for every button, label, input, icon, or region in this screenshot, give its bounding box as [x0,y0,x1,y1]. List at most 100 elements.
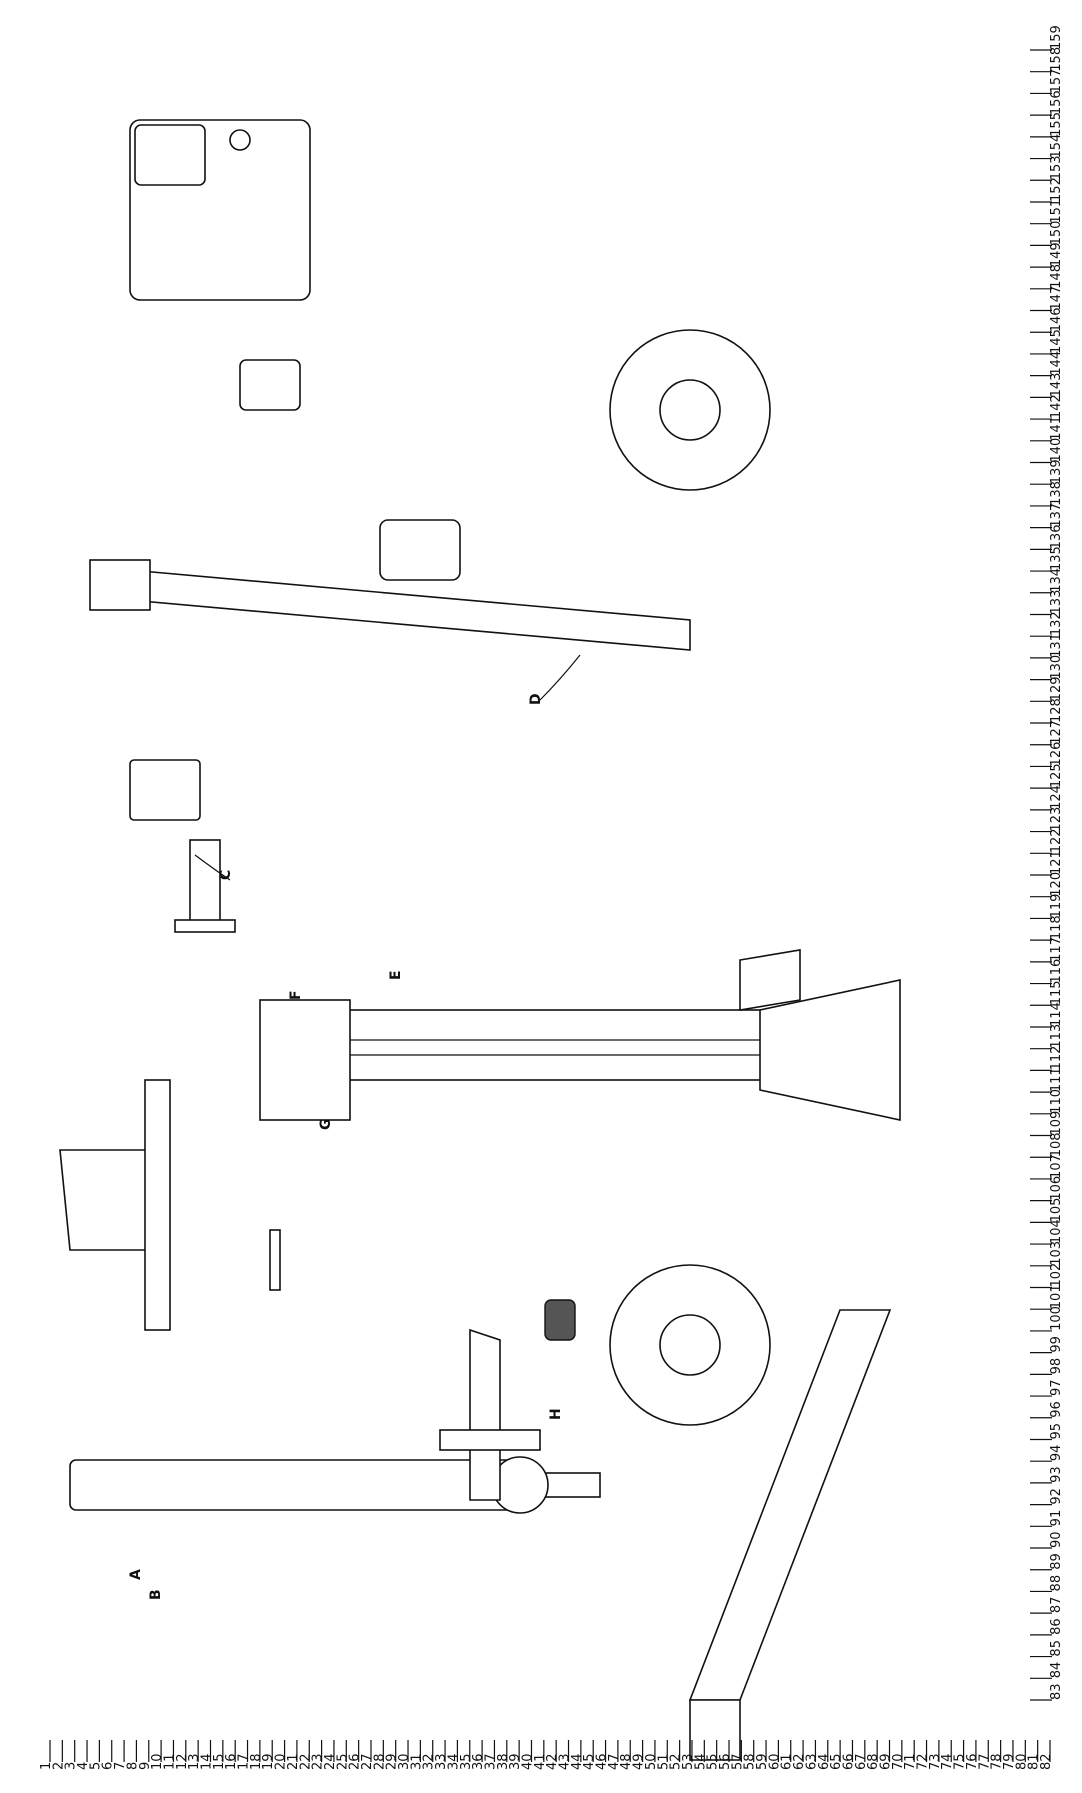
part-label-96: 96 [1049,1401,1064,1418]
part-label-139: 139 [1049,459,1064,484]
part-label-141: 141 [1049,416,1064,441]
part-label-116: 116 [1049,959,1064,984]
part-label-17: 17 [237,1753,252,1770]
part-label-92: 92 [1049,1488,1064,1505]
part-label-137: 137 [1049,503,1064,528]
part-label-2: 2 [51,1762,66,1770]
part-label-49: 49 [632,1753,647,1770]
part-label-70: 70 [891,1753,906,1770]
connection-letter-A: A [128,1569,144,1580]
part-label-51: 51 [656,1753,671,1770]
part-label-120: 120 [1049,872,1064,897]
part-label-102: 102 [1049,1263,1064,1288]
part-label-77: 77 [977,1753,992,1770]
part-label-52: 52 [669,1753,684,1770]
part-label-152: 152 [1049,177,1064,202]
control-valve [129,759,201,821]
part-number-labels: 1234567891011121314151617181920212223242… [39,25,1064,1770]
part-label-57: 57 [730,1753,745,1770]
part-label-90: 90 [1049,1531,1064,1548]
connection-letter-B: B [148,1589,164,1600]
part-label-151: 151 [1049,199,1064,224]
tow-handle-grip [439,1429,541,1451]
part-label-144: 144 [1049,351,1064,376]
part-label-34: 34 [446,1753,461,1770]
coupler [89,559,151,611]
part-label-31: 31 [409,1753,424,1770]
part-label-131: 131 [1049,633,1064,658]
part-label-97: 97 [1049,1380,1064,1397]
part-label-53: 53 [681,1753,696,1770]
part-label-15: 15 [212,1753,227,1770]
lever-spring [269,1229,281,1291]
part-label-103: 103 [1049,1241,1064,1266]
part-label-83: 83 [1049,1683,1064,1700]
part-label-21: 21 [286,1753,301,1770]
part-label-107: 107 [1049,1154,1064,1179]
part-label-1: 1 [39,1762,54,1770]
part-label-106: 106 [1049,1176,1064,1201]
part-label-9: 9 [138,1762,153,1770]
part-label-67: 67 [854,1753,869,1770]
part-label-54: 54 [693,1753,708,1770]
part-label-110: 110 [1049,1089,1064,1114]
part-label-145: 145 [1049,329,1064,354]
part-label-148: 148 [1049,264,1064,289]
leader-lines [49,49,1052,1762]
engine-cap [229,129,251,151]
part-label-157: 157 [1049,69,1064,94]
part-label-129: 129 [1049,676,1064,701]
part-label-130: 130 [1049,655,1064,680]
part-label-89: 89 [1049,1553,1064,1570]
part-label-112: 112 [1049,1046,1064,1071]
part-label-140: 140 [1049,438,1064,463]
part-label-68: 68 [866,1753,881,1770]
part-label-84: 84 [1049,1662,1064,1679]
part-label-143: 143 [1049,373,1064,398]
part-label-41: 41 [533,1753,548,1770]
part-label-81: 81 [1027,1753,1042,1770]
part-label-10: 10 [150,1753,165,1770]
part-label-23: 23 [311,1753,326,1770]
log-cradle-base [689,1699,741,1761]
part-label-27: 27 [360,1753,375,1770]
part-label-158: 158 [1049,47,1064,72]
tow-handle-frame [469,1328,501,1501]
part-label-124: 124 [1049,785,1064,810]
connection-letter-D: D [528,693,544,705]
hydraulic-filter [544,1299,576,1341]
part-label-159: 159 [1049,25,1064,50]
part-label-28: 28 [372,1753,387,1770]
part-label-121: 121 [1049,850,1064,875]
engine-fuel-tank [134,124,206,186]
parts-drawing [59,119,901,1761]
part-label-60: 60 [767,1753,782,1770]
part-label-132: 132 [1049,611,1064,636]
part-label-56: 56 [718,1753,733,1770]
part-label-153: 153 [1049,155,1064,180]
part-label-111: 111 [1049,1067,1064,1092]
wheel-rear-hub [659,1314,721,1376]
part-label-155: 155 [1049,112,1064,137]
part-label-72: 72 [916,1753,931,1770]
part-label-104: 104 [1049,1219,1064,1244]
hose-d [539,654,581,701]
part-label-150: 150 [1049,221,1064,246]
part-label-100: 100 [1049,1306,1064,1331]
part-label-91: 91 [1049,1510,1064,1527]
part-label-11: 11 [162,1753,177,1770]
part-label-136: 136 [1049,525,1064,550]
connection-letter-G: G [318,1119,334,1131]
connection-letter-C: C [218,870,234,880]
part-label-154: 154 [1049,134,1064,159]
part-label-78: 78 [990,1753,1005,1770]
part-label-126: 126 [1049,742,1064,767]
part-label-85: 85 [1049,1640,1064,1657]
part-label-127: 127 [1049,720,1064,745]
part-label-22: 22 [298,1753,313,1770]
part-label-74: 74 [940,1753,955,1770]
part-label-37: 37 [483,1753,498,1770]
push-plate [739,949,801,1011]
